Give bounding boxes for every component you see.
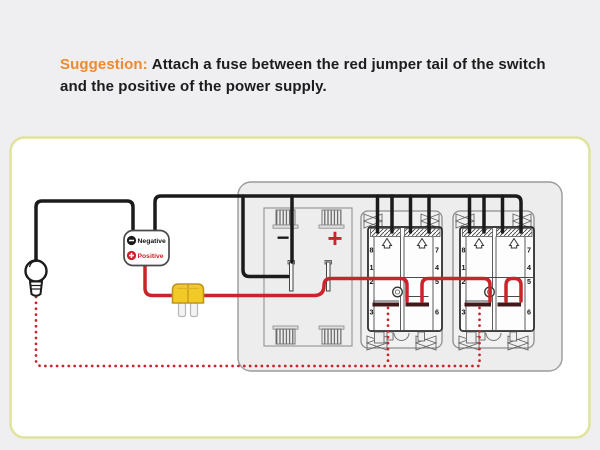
bulb-glass [24, 259, 48, 283]
lamp-arrow-icon [381, 237, 393, 249]
negative-wires [34, 194, 523, 279]
suggestion-note: Suggestion:Attach a fuse between the red… [60, 54, 572, 98]
positive-wires [143, 262, 523, 303]
svg-text:1: 1 [370, 263, 374, 272]
switch-inner-lines [460, 236, 534, 331]
dotted-load-wires [34, 295, 481, 368]
switch-bottom-tabs [374, 331, 425, 344]
terminal-bar [464, 302, 491, 307]
svg-text:2: 2 [370, 277, 374, 286]
wire-switch2-jumper [504, 276, 523, 303]
lamp-arrow-icon [508, 237, 520, 249]
battery-post-bottom-right [318, 325, 345, 345]
switch-screw [392, 286, 403, 298]
fuse-blade [177, 302, 187, 318]
terminal-bar [497, 302, 521, 307]
suggestion-text: Attach a fuse between the red jumper tai… [60, 56, 546, 95]
svg-text:8: 8 [370, 246, 374, 255]
fuse [171, 283, 205, 318]
battery-positive-terminal [326, 261, 331, 292]
lamp-arrow-icon [416, 237, 428, 249]
wire-positive-badge-to-switch1 [143, 262, 409, 303]
svg-text:7: 7 [527, 246, 531, 255]
mount-tab-icon [393, 332, 410, 341]
switch-inner-lines [368, 236, 442, 331]
fuse-blade [189, 302, 199, 318]
svg-text:6: 6 [527, 308, 531, 317]
bulb-filament [28, 260, 38, 268]
svg-text:3: 3 [370, 308, 374, 317]
battery-post-bottom-left [272, 325, 299, 345]
rocker-switch-2: 8 1 2 3 7 4 5 6 [452, 210, 535, 351]
battery-plus-sign: + [327, 223, 342, 253]
svg-text:4: 4 [527, 263, 531, 272]
terminal-bar [405, 302, 429, 307]
switch-screw-center [394, 289, 400, 295]
svg-text:8: 8 [462, 246, 466, 255]
svg-text:5: 5 [435, 277, 439, 286]
battery-post-top-right [318, 209, 345, 229]
switch-top-contacts [370, 228, 401, 237]
switch-top-contacts [496, 228, 533, 237]
svg-text:6: 6 [435, 308, 439, 317]
light-bulb [24, 259, 48, 297]
wire-switch1-to-switch2 [420, 276, 492, 303]
svg-text:1: 1 [462, 263, 466, 272]
wire-bus-to-battery-negative [241, 194, 290, 279]
svg-text:3: 3 [462, 308, 466, 317]
pin-labels: 8 1 2 3 7 4 5 6 [462, 246, 532, 317]
switch-top-contacts [462, 228, 493, 237]
lamp-arrow-icon [473, 237, 485, 249]
switch-top-contacts [404, 228, 441, 237]
svg-text:7: 7 [435, 246, 439, 255]
suggestion-label: Suggestion: [60, 56, 148, 73]
terminal-bar [372, 302, 399, 307]
pin-labels: 8 1 2 3 7 4 5 6 [370, 246, 440, 317]
svg-text:2: 2 [462, 277, 466, 286]
svg-text:5: 5 [527, 277, 531, 286]
positive-label: Positive [138, 253, 164, 260]
svg-text:4: 4 [435, 263, 439, 272]
polarity-badge: Negative Positive [123, 229, 170, 267]
badge-frame [123, 229, 170, 267]
negative-label: Negative [138, 238, 167, 245]
battery-minus-sign: − [277, 225, 290, 250]
battery-negative-terminal [289, 261, 294, 292]
wire-negative-bus [153, 194, 523, 234]
mount-tab-icon [485, 332, 502, 341]
wire-bulb-to-badge [34, 199, 135, 262]
